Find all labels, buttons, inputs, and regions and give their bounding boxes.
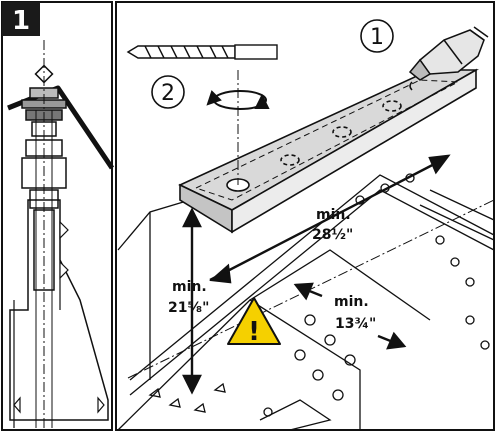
step-badge — [2, 2, 40, 36]
step-number: 1 — [12, 6, 30, 36]
length-right-label: min. — [334, 294, 369, 310]
length-right-value: 13¾" — [335, 316, 376, 332]
substep-2-number: 2 — [161, 81, 175, 106]
substep-1-number: 1 — [370, 25, 384, 50]
adhesive-tube-icon — [408, 26, 489, 91]
detail-panel: 1 — [1, 1, 115, 431]
length-top-value: 28½" — [312, 227, 353, 243]
warning-glyph: ! — [248, 317, 260, 347]
drill-bit-icon — [126, 44, 278, 60]
rotation-icon — [206, 90, 270, 110]
base-block — [9, 199, 109, 421]
substep-1-badge: 1 — [360, 19, 394, 53]
warning-icon: ! — [227, 297, 281, 347]
support-frame — [117, 173, 495, 431]
length-top-label: min. — [316, 207, 351, 223]
length-left-label: min. — [172, 279, 207, 295]
main-panel — [115, 1, 495, 431]
length-left-value: 21⁵⁄₈" — [168, 300, 209, 316]
main-scene — [117, 68, 495, 431]
anchor-bolt — [21, 64, 67, 291]
rail — [178, 68, 480, 234]
substep-2-badge: 2 — [151, 75, 185, 109]
dimension-arrows — [182, 154, 451, 395]
